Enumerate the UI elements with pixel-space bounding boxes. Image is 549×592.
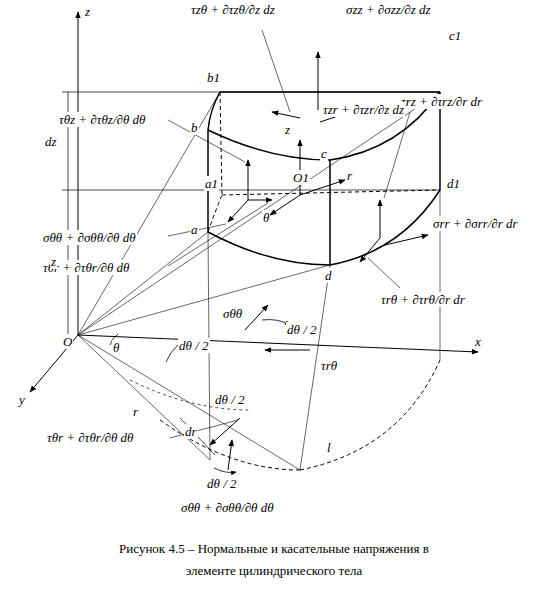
point-label: d — [324, 268, 333, 283]
point-label: r — [346, 168, 353, 183]
point-label: b — [190, 120, 199, 135]
point-label: z — [84, 4, 91, 19]
point-label: c — [320, 146, 328, 161]
stress-label: σθθ + ∂σθθ/∂θ dθ — [42, 230, 137, 245]
stress-label: σθθ + ∂σθθ/∂θ dθ — [180, 500, 275, 515]
point-label: d1 — [446, 176, 461, 191]
point-label: dθ / 2 — [206, 476, 238, 491]
figure-caption: Рисунок 4.5 – Нормальные и касательные н… — [94, 538, 454, 582]
point-label: a1 — [204, 176, 219, 191]
stress-label: σrr + ∂σrr/∂r dr — [432, 216, 519, 231]
stress-label: τzr + ∂τzr/∂z dz — [322, 102, 405, 117]
point-label: θ — [262, 210, 270, 225]
point-label: x — [474, 334, 482, 349]
point-label: τrθ — [320, 358, 338, 373]
point-label: σθθ — [222, 306, 243, 321]
point-label: z — [284, 122, 291, 137]
point-label: dz — [44, 134, 58, 149]
stress-label: τzθ + ∂τzθ/∂z dz — [190, 2, 276, 17]
stress-label: τθz + ∂τθz/∂θ dθ — [58, 112, 146, 127]
stress-label: τθr + ∂τθr/∂θ dθ — [46, 430, 134, 445]
point-label: l — [326, 440, 332, 455]
point-label: dθ / 2 — [178, 338, 210, 353]
point-label: O — [62, 334, 73, 349]
point-label: c1 — [448, 28, 462, 43]
point-label: b1 — [206, 70, 221, 85]
point-label: θ — [112, 340, 120, 355]
point-label: y — [18, 392, 26, 407]
point-label: a — [190, 222, 199, 237]
stress-label: τrθ + ∂τrθ/∂r dr — [380, 292, 466, 307]
point-label: z — [50, 254, 57, 269]
point-label: dθ / 2 — [214, 392, 246, 407]
stress-label: τrz + ∂τrz/∂r dr — [400, 94, 483, 109]
point-label: dθ / 2 — [286, 322, 318, 337]
point-label: r — [132, 404, 139, 419]
point-label: O1 — [292, 170, 310, 185]
point-label: dr — [184, 424, 198, 439]
stress-label: σzz + ∂σzz/∂z dz — [345, 2, 432, 17]
